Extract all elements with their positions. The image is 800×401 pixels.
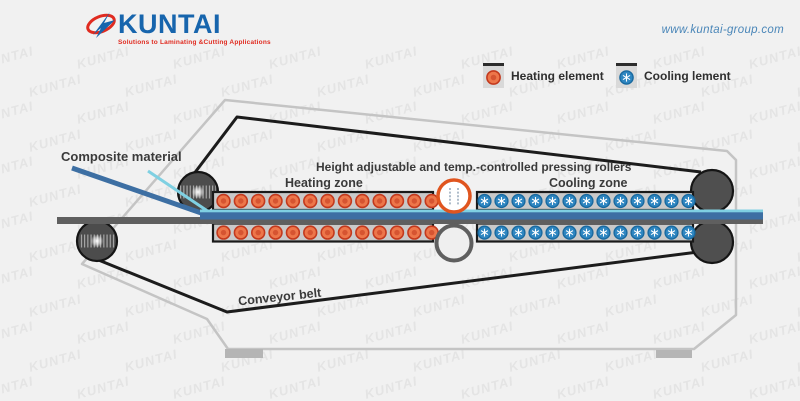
cooling-elements-row-bottom xyxy=(477,225,696,240)
composite-material-bottom-film xyxy=(147,169,210,214)
label-composite-material: Composite material xyxy=(61,149,182,164)
conveyor-belt-top-line xyxy=(185,115,702,184)
label-pressing-rollers: Height adjustable and temp.-controlled p… xyxy=(316,160,632,174)
drive-roller-bottom-left xyxy=(75,219,119,263)
pressing-roller-heated xyxy=(436,178,472,214)
website-link[interactable]: www.kuntai-group.com xyxy=(661,24,784,36)
kuntai-logo: KUNTAI Solutions to Laminating &Cutting … xyxy=(84,9,271,46)
composite-material-top-film xyxy=(71,165,208,218)
legend-heating: Heating element xyxy=(483,63,604,88)
logo-text: KUNTAI xyxy=(118,9,221,39)
conveyor-belt-bottom-line xyxy=(95,250,699,314)
legend-cooling: Cooling lement xyxy=(616,63,731,88)
conveyor-belt-band xyxy=(57,217,763,224)
legend-heating-label: Heating element xyxy=(511,68,604,83)
machine-foot-left xyxy=(225,349,263,358)
laminated-material-top-layer xyxy=(200,209,763,213)
machine-foot-right xyxy=(656,350,692,358)
heating-elements-row-bottom xyxy=(216,225,439,240)
cooling-element-icon xyxy=(616,63,637,88)
legend-cooling-label: Cooling lement xyxy=(644,68,731,83)
logo-tagline: Solutions to Laminating &Cutting Applica… xyxy=(118,39,271,46)
cooling-elements-row-top xyxy=(477,193,696,209)
drive-roller-top-left xyxy=(176,170,220,214)
laminated-material-band xyxy=(200,212,763,220)
logo-swoosh-icon xyxy=(86,12,116,38)
heating-element-icon xyxy=(483,63,504,88)
drive-roller-top-right xyxy=(689,168,735,214)
drive-roller-bottom-right xyxy=(689,219,735,265)
pressing-roller-lower xyxy=(434,223,474,263)
heating-elements-row-top xyxy=(216,193,439,209)
machine-frame-outline xyxy=(80,98,738,351)
label-cooling-zone: Cooling zone xyxy=(549,176,628,190)
label-heating-zone: Heating zone xyxy=(285,176,363,190)
